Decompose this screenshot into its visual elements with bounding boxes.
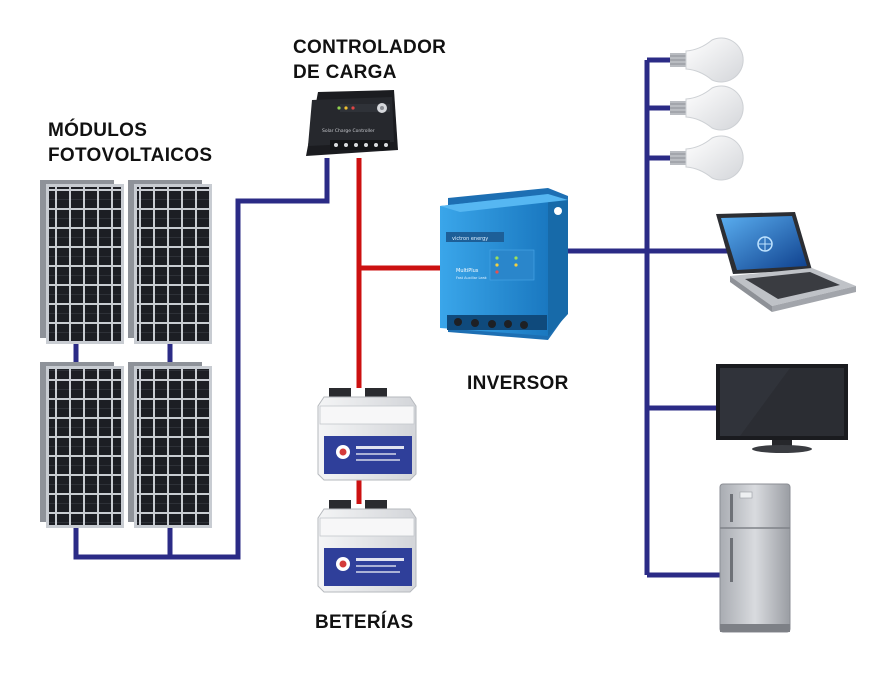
label-controller-line2: DE CARGA — [293, 62, 397, 83]
label-charge-controller: CONTROLADOR DE CARGA — [293, 35, 446, 85]
charge-controller-icon: Solar Charge Controller — [306, 90, 398, 156]
laptop-icon — [716, 212, 856, 312]
light-bulb-icon — [670, 85, 744, 131]
battery-icon — [317, 388, 417, 481]
inverter-brand: victron energy — [452, 236, 488, 242]
light-bulb-icon — [670, 135, 744, 181]
battery-icon — [317, 500, 417, 593]
dc-wiring — [356, 158, 444, 504]
label-modules-line1: MÓDULOS — [48, 120, 148, 141]
solar-panel-icon — [40, 180, 124, 344]
inverter-model: MultiPlus — [456, 268, 479, 274]
inverter-icon: victron energy MultiPlus Fast Auxiliar L… — [440, 188, 568, 340]
label-controller-line1: CONTROLADOR — [293, 37, 447, 58]
label-batteries: BETERÍAS — [315, 612, 414, 633]
refrigerator-icon — [719, 483, 791, 633]
ac-wiring — [73, 57, 730, 578]
label-inverter: INVERSOR — [467, 373, 569, 394]
label-modules-line2: FOTOVOLTAICOS — [48, 145, 213, 166]
inverter-subtitle: Fast Auxiliar Leak — [456, 276, 488, 280]
solar-panel-icon — [128, 180, 212, 344]
light-bulb-icon — [670, 37, 744, 83]
controller-caption: Solar Charge Controller — [322, 128, 375, 134]
panel-output-wire — [73, 158, 330, 560]
label-fotovoltaic-modules: MÓDULOS FOTOVOLTAICOS — [48, 118, 212, 168]
television-icon — [716, 364, 848, 453]
solar-panel-icon — [128, 362, 212, 528]
solar-panel-icon — [40, 362, 124, 528]
